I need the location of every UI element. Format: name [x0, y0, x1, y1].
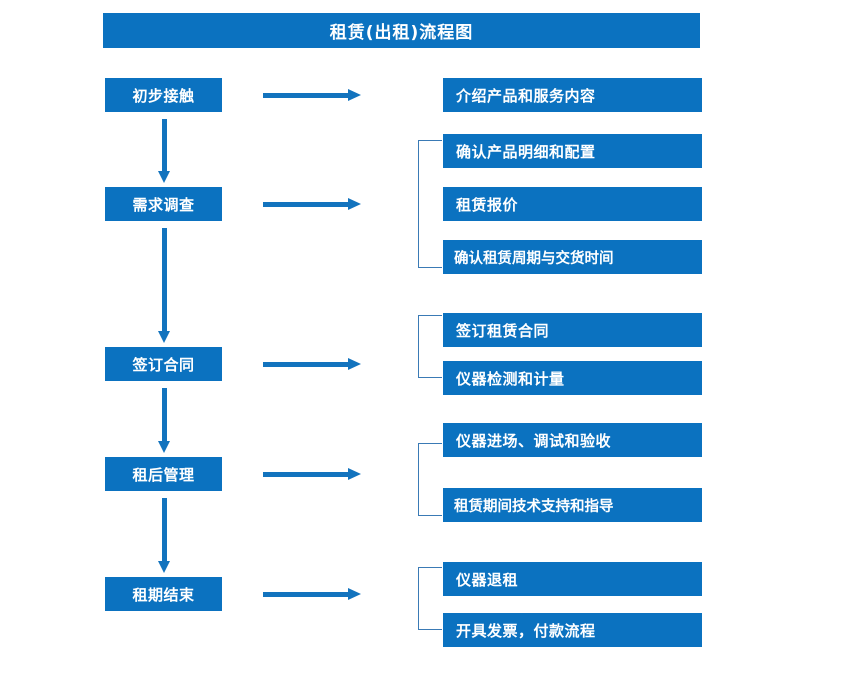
right-arrow-icon-2 — [263, 197, 361, 211]
group-bracket-icon-1 — [418, 140, 442, 268]
diagram-title: 租赁(出租)流程图 — [103, 13, 700, 48]
group-bracket-icon-3 — [418, 443, 442, 516]
stage-box-3[interactable]: 签订合同 — [105, 347, 222, 381]
down-arrow-icon-4 — [157, 498, 171, 573]
detail-box-2[interactable]: 确认产品明细和配置 — [443, 134, 702, 168]
detail-box-4[interactable]: 确认租赁周期与交货时间 — [443, 240, 702, 274]
down-arrow-icon-2 — [157, 228, 171, 343]
group-bracket-icon-4 — [418, 567, 442, 630]
detail-box-1[interactable]: 介绍产品和服务内容 — [443, 78, 702, 112]
detail-box-10[interactable]: 开具发票，付款流程 — [443, 613, 702, 647]
detail-box-8[interactable]: 租赁期间技术支持和指导 — [443, 488, 702, 522]
stage-box-2[interactable]: 需求调查 — [105, 187, 222, 221]
down-arrow-icon-1 — [157, 119, 171, 183]
down-arrow-icon-3 — [157, 388, 171, 453]
stage-box-1[interactable]: 初步接触 — [105, 78, 222, 112]
right-arrow-icon-5 — [263, 587, 361, 601]
stage-box-5[interactable]: 租期结束 — [105, 577, 222, 611]
right-arrow-icon-3 — [263, 357, 361, 371]
detail-box-3[interactable]: 租赁报价 — [443, 187, 702, 221]
right-arrow-icon-4 — [263, 467, 361, 481]
detail-box-9[interactable]: 仪器退租 — [443, 562, 702, 596]
group-bracket-icon-2 — [418, 315, 442, 378]
detail-box-6[interactable]: 仪器检测和计量 — [443, 361, 702, 395]
detail-box-7[interactable]: 仪器进场、调试和验收 — [443, 423, 702, 457]
stage-box-4[interactable]: 租后管理 — [105, 457, 222, 491]
right-arrow-icon-1 — [263, 88, 361, 102]
detail-box-5[interactable]: 签订租赁合同 — [443, 313, 702, 347]
